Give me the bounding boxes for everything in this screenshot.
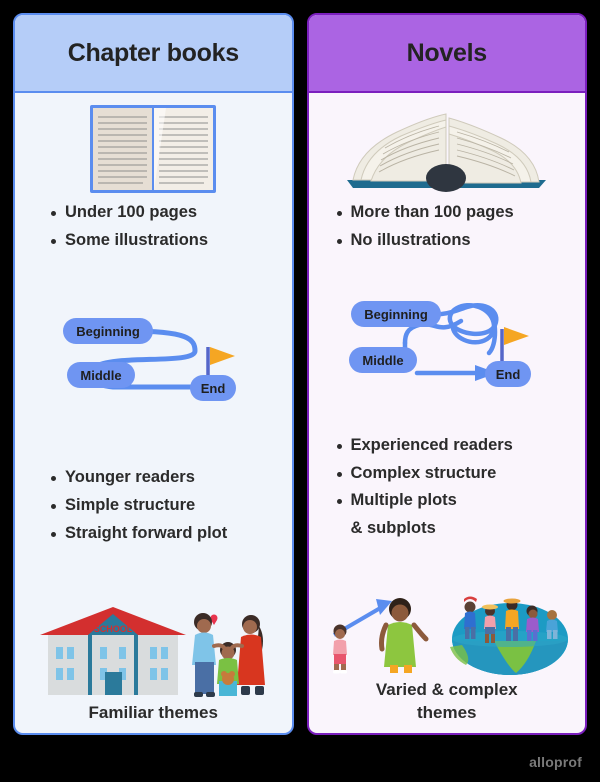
- list-item: Multiple plots & subplots: [336, 487, 576, 542]
- alloprof-watermark: alloprof: [529, 754, 582, 770]
- tangled-plot-path-icon: Beginning Middle End: [349, 300, 532, 387]
- list-item: More than 100 pages: [336, 199, 576, 227]
- svg-text:End: End: [496, 367, 521, 382]
- feature-text: Under 100 pages: [65, 203, 198, 221]
- open-book-icon: [90, 105, 217, 193]
- column-novels: Novels: [306, 13, 587, 735]
- trait-text: Simple structure: [65, 495, 196, 514]
- trait-text: Multiple plots & subplots: [350, 491, 457, 538]
- list-item: Younger readers: [51, 464, 282, 492]
- plot-structure-diagram-complex: Beginning Middle End: [319, 291, 576, 396]
- svg-text:Beginning: Beginning: [364, 307, 428, 322]
- people-on-globe-icon: [449, 596, 568, 676]
- list-item: Straight forward plot: [51, 520, 282, 548]
- bullet-dot-icon: [51, 503, 56, 509]
- bullet-dot-icon: [336, 443, 342, 449]
- bullet-dot-icon: [51, 238, 56, 244]
- bullet-dot-icon: [51, 476, 56, 482]
- feature-text: More than 100 pages: [350, 203, 514, 221]
- school-building-icon: SCHOOL: [40, 607, 187, 696]
- list-item: Under 100 pages: [51, 199, 282, 227]
- simple-plot-path-icon: Beginning Middle End: [63, 318, 237, 402]
- features-list-novels: More than 100 pages No illustrations: [319, 199, 576, 254]
- bullet-dot-icon: [336, 238, 342, 244]
- pill-end: End: [485, 360, 532, 387]
- feature-text: No illustrations: [350, 230, 471, 249]
- pill-middle: Middle: [67, 362, 136, 389]
- column-body-chapter-books: Under 100 pages Some illustrations Begin…: [15, 93, 292, 733]
- themes-illustration-familiar: SCHOOL: [25, 602, 282, 702]
- plot-structure-diagram-simple: Beginning Middle End: [25, 309, 282, 409]
- family-icon: [192, 613, 266, 698]
- trait-text: Straight forward plot: [65, 523, 228, 542]
- svg-text:Beginning: Beginning: [76, 324, 140, 339]
- list-item: Experienced readers: [336, 432, 576, 460]
- themes-illustration-varied: [319, 579, 576, 679]
- trait-text: Experienced readers: [350, 435, 513, 454]
- open-book-illustration-slot: [25, 99, 282, 199]
- trait-text: Complex structure: [350, 463, 497, 482]
- open-book-thick-icon: [347, 112, 547, 192]
- list-item: Complex structure: [336, 460, 576, 488]
- child-to-adult-icon: [332, 598, 429, 674]
- column-body-novels: More than 100 pages No illustrations: [309, 93, 586, 733]
- bullet-dot-icon: [336, 499, 342, 505]
- bullet-dot-icon: [51, 211, 56, 216]
- traits-list-novels: Experienced readers Complex structure Mu…: [319, 432, 576, 543]
- column-title: Chapter books: [67, 38, 239, 67]
- column-header-chapter-books: Chapter books: [15, 15, 292, 93]
- svg-text:End: End: [201, 381, 226, 396]
- open-book-illustration-slot: [319, 99, 576, 199]
- column-caption: Varied & complex themes: [375, 680, 518, 723]
- column-chapter-books: Chapter books: [13, 13, 294, 735]
- bullet-dot-icon: [336, 211, 342, 216]
- column-header-novels: Novels: [308, 15, 585, 93]
- traits-list-chapter-books: Younger readers Simple structure Straigh…: [25, 464, 282, 547]
- svg-text:SCHOOL: SCHOOL: [94, 624, 133, 634]
- bullet-dot-icon: [336, 471, 342, 477]
- column-title: Novels: [406, 38, 487, 67]
- features-list-chapter-books: Under 100 pages Some illustrations: [25, 199, 282, 254]
- column-caption: Familiar themes: [88, 703, 218, 723]
- pill-middle: Middle: [349, 346, 418, 373]
- pill-beginning: Beginning: [63, 318, 154, 345]
- list-item: No illustrations: [336, 227, 576, 255]
- pill-end: End: [190, 375, 237, 402]
- svg-text:Middle: Middle: [363, 353, 404, 368]
- list-item: Simple structure: [51, 492, 282, 520]
- pill-beginning: Beginning: [351, 300, 442, 327]
- list-item: Some illustrations: [51, 227, 282, 255]
- trait-text: Younger readers: [65, 468, 195, 487]
- bullet-dot-icon: [51, 531, 56, 537]
- svg-text:Middle: Middle: [81, 368, 122, 383]
- feature-text: Some illustrations: [65, 230, 209, 249]
